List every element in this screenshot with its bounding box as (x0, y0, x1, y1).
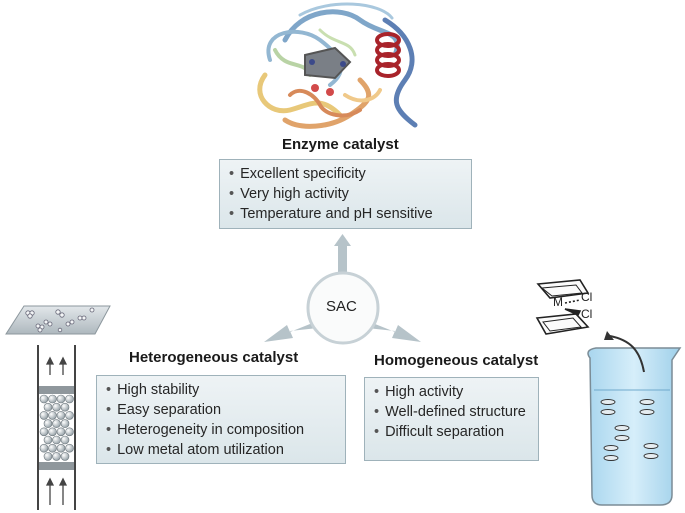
catalyst-bead (39, 394, 49, 404)
heterogeneous-catalyst-title: Heterogeneous catalyst (129, 349, 299, 366)
metallocene-complex (535, 279, 590, 335)
catalyst-bead (52, 402, 61, 412)
catalyst-bead (48, 394, 57, 404)
catalyst-bead (43, 435, 53, 445)
sac-label: SAC (326, 298, 357, 315)
complex-ligand-label-1: Cl (581, 290, 593, 304)
arrow-to-homogeneous (367, 322, 421, 342)
list-item: Low metal atom utilization (106, 440, 336, 460)
catalyst-bead (56, 394, 66, 404)
catalyst-bead (65, 411, 74, 420)
homogeneous-catalyst-title: Homogeneous catalyst (374, 352, 539, 369)
dissolved-complexes (600, 399, 659, 461)
arrow-to-enzyme (334, 234, 351, 273)
list-item: Well-defined structure (374, 402, 529, 422)
catalyst-bead (65, 427, 74, 437)
list-item: High stability (106, 380, 336, 400)
catalyst-bead (43, 419, 53, 428)
catalyst-bead (48, 411, 57, 420)
list-item: Heterogeneity in composition (106, 420, 336, 440)
catalyst-plate-illustration (5, 305, 111, 335)
catalyst-bead (56, 427, 66, 437)
heme-cofactor (304, 46, 352, 96)
catalyst-bead (60, 435, 70, 445)
catalyst-bead (60, 452, 70, 461)
catalyst-bead (39, 427, 49, 437)
catalyst-bead (48, 443, 57, 453)
enzyme-catalyst-title: Enzyme catalyst (282, 136, 399, 153)
enzyme-protein-illustration (257, 2, 418, 129)
catalyst-bead (60, 402, 70, 412)
catalyst-bead (65, 394, 74, 404)
catalyst-bead (43, 402, 53, 412)
catalyst-bead (52, 452, 61, 461)
catalyst-bead (65, 443, 74, 453)
catalyst-bead (60, 419, 70, 428)
catalyst-bead (39, 443, 49, 453)
catalyst-bead (43, 452, 53, 461)
catalyst-bead (52, 419, 61, 428)
catalyst-bead (56, 443, 66, 453)
catalyst-bead (48, 427, 57, 437)
list-item: High activity (374, 382, 529, 402)
homogeneous-properties-box: High activity Well-defined structure Dif… (364, 377, 539, 461)
list-item: Excellent specificity (229, 164, 462, 184)
list-item: Very high activity (229, 184, 462, 204)
sac-node (306, 271, 380, 345)
arrow-to-heterogeneous (264, 322, 318, 342)
catalyst-bead (56, 411, 66, 420)
list-item: Easy separation (106, 400, 336, 420)
enzyme-properties-box: Excellent specificity Very high activity… (219, 159, 472, 229)
catalyst-bead (39, 411, 49, 420)
list-item: Difficult separation (374, 422, 529, 442)
complex-ligand-label-2: Cl (581, 307, 593, 321)
complex-metal-label: M (553, 295, 563, 309)
beaker-illustration (587, 331, 682, 506)
list-item: Temperature and pH sensitive (229, 204, 462, 224)
catalyst-bead (52, 435, 61, 445)
fixed-bed-reactor-illustration (37, 345, 76, 510)
heterogeneous-properties-box: High stability Easy separation Heterogen… (96, 375, 346, 464)
